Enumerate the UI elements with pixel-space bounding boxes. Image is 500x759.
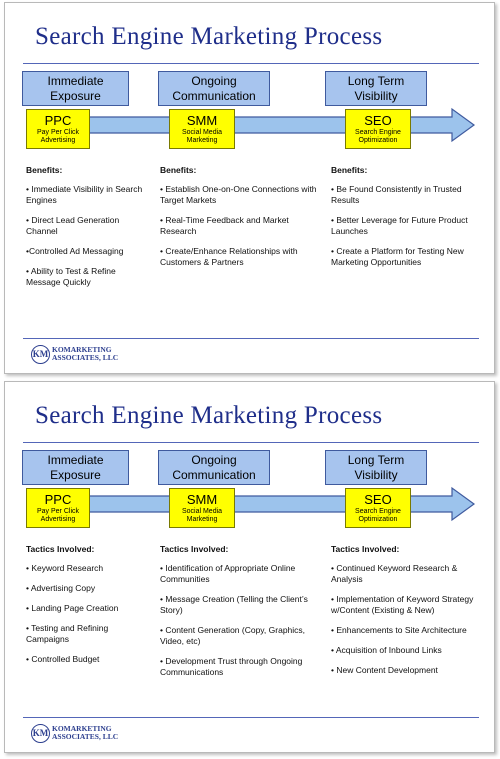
list-item: • Create/Enhance Relationships with Cust… (160, 246, 298, 267)
list-item: • Keyword Research (26, 563, 104, 573)
list-item: • Advertising Copy (26, 583, 96, 593)
column-heading: Tactics Involved: (331, 544, 400, 554)
slide-title: Search Engine Marketing Process (35, 402, 383, 429)
tactic-full-name: Pay Per Click Advertising (36, 508, 79, 523)
logo-wordmark: KOMARKETING ASSOCIATES, LLC (52, 346, 118, 362)
list-item: • Establish One-on-One Connections with … (160, 184, 317, 205)
list-item: • Controlled Budget (26, 654, 100, 664)
stage-ongoing-communication: Ongoing Communication (158, 450, 270, 485)
slide-tactics: Search Engine Marketing Process Immediat… (4, 381, 495, 753)
column-heading: Benefits: (26, 165, 63, 175)
tactics-column-ppc: Tactics Involved: • Keyword Research • A… (26, 544, 144, 674)
tactic-abbr: PPC (44, 113, 72, 128)
list-item: • Development Trust through Ongoing Comm… (160, 656, 303, 677)
tactics-column-seo: Tactics Involved: • Continued Keyword Re… (331, 544, 477, 685)
list-item: • Immediate Visibility in Search Engines (26, 184, 143, 205)
tactic-smm: SMM Social Media Marketing (169, 488, 235, 528)
slide-title: Search Engine Marketing Process (35, 23, 383, 50)
logo-line-1: KOMARKETING (52, 345, 112, 354)
slide-benefits: Search Engine Marketing Process Immediat… (4, 2, 495, 374)
list-item: • Continued Keyword Research & Analysis (331, 563, 458, 584)
column-heading: Tactics Involved: (26, 544, 95, 554)
tactic-full-name: Social Media Marketing (181, 129, 223, 144)
logo-line-2: ASSOCIATES, LLC (52, 732, 119, 741)
logo-wordmark: KOMARKETING ASSOCIATES, LLC (52, 725, 118, 741)
title-divider (23, 442, 479, 443)
tactic-seo: SEO Search Engine Optimization (345, 109, 411, 149)
list-item: • Message Creation (Telling the Client’s… (160, 594, 308, 615)
list-item: • Ability to Test & Refine Message Quick… (26, 266, 116, 287)
list-item: • Content Generation (Copy, Graphics, Vi… (160, 625, 306, 646)
tactic-abbr: PPC (44, 492, 72, 507)
list-item: • Acquisition of Inbound Links (331, 645, 442, 655)
column-heading: Benefits: (160, 165, 197, 175)
logo-line-2: ASSOCIATES, LLC (52, 353, 119, 362)
list-item: • Testing and Refining Campaigns (26, 623, 109, 644)
tactic-full-name: Social Media Marketing (181, 508, 223, 523)
tactic-smm: SMM Social Media Marketing (169, 109, 235, 149)
logo-mark-icon: KM (31, 723, 50, 743)
logo-mark-icon: KM (31, 344, 50, 364)
column-heading: Benefits: (331, 165, 368, 175)
tactic-full-name: Pay Per Click Advertising (36, 129, 79, 144)
tactic-abbr: SEO (364, 492, 392, 507)
stage-immediate-exposure: Immediate Exposure (22, 71, 129, 106)
benefits-column-smm: Benefits: • Establish One-on-One Connect… (160, 165, 322, 277)
benefits-column-ppc: Benefits: • Immediate Visibility in Sear… (26, 165, 144, 297)
list-item: •Controlled Ad Messaging (26, 246, 124, 256)
tactic-full-name: Search Engine Optimization (355, 508, 401, 523)
list-item: • Real-Time Feedback and Market Research (160, 215, 289, 236)
process-arrow (76, 486, 476, 522)
benefits-column-seo: Benefits: • Be Found Consistently in Tru… (331, 165, 477, 277)
column-heading: Tactics Involved: (160, 544, 229, 554)
list-item: • Identification of Appropriate Online C… (160, 563, 296, 584)
tactic-ppc: PPC Pay Per Click Advertising (26, 109, 90, 149)
list-item: • Direct Lead Generation Channel (26, 215, 120, 236)
list-item: • Better Leverage for Future Product Lau… (331, 215, 468, 236)
footer-divider (23, 338, 479, 339)
list-item: • Implementation of Keyword Strategy w/C… (331, 594, 474, 615)
stage-immediate-exposure: Immediate Exposure (22, 450, 129, 485)
logo-line-1: KOMARKETING (52, 724, 112, 733)
list-item: • Create a Platform for Testing New Mark… (331, 246, 464, 267)
stage-long-term-visibility: Long Term Visibility (325, 450, 427, 485)
company-logo: KM KOMARKETING ASSOCIATES, LLC (31, 723, 118, 743)
tactic-seo: SEO Search Engine Optimization (345, 488, 411, 528)
footer-divider (23, 717, 479, 718)
tactic-abbr: SMM (186, 492, 218, 507)
list-item: • Enhancements to Site Architecture (331, 625, 467, 635)
stage-long-term-visibility: Long Term Visibility (325, 71, 427, 106)
tactic-full-name: Search Engine Optimization (355, 129, 401, 144)
tactic-abbr: SMM (186, 113, 218, 128)
tactic-ppc: PPC Pay Per Click Advertising (26, 488, 90, 528)
company-logo: KM KOMARKETING ASSOCIATES, LLC (31, 344, 118, 364)
list-item: • Landing Page Creation (26, 603, 119, 613)
process-arrow (76, 107, 476, 143)
tactic-abbr: SEO (364, 113, 392, 128)
stage-ongoing-communication: Ongoing Communication (158, 71, 270, 106)
list-item: • New Content Development (331, 665, 438, 675)
tactics-column-smm: Tactics Involved: • Identification of Ap… (160, 544, 322, 687)
list-item: • Be Found Consistently in Trusted Resul… (331, 184, 462, 205)
title-divider (23, 63, 479, 64)
